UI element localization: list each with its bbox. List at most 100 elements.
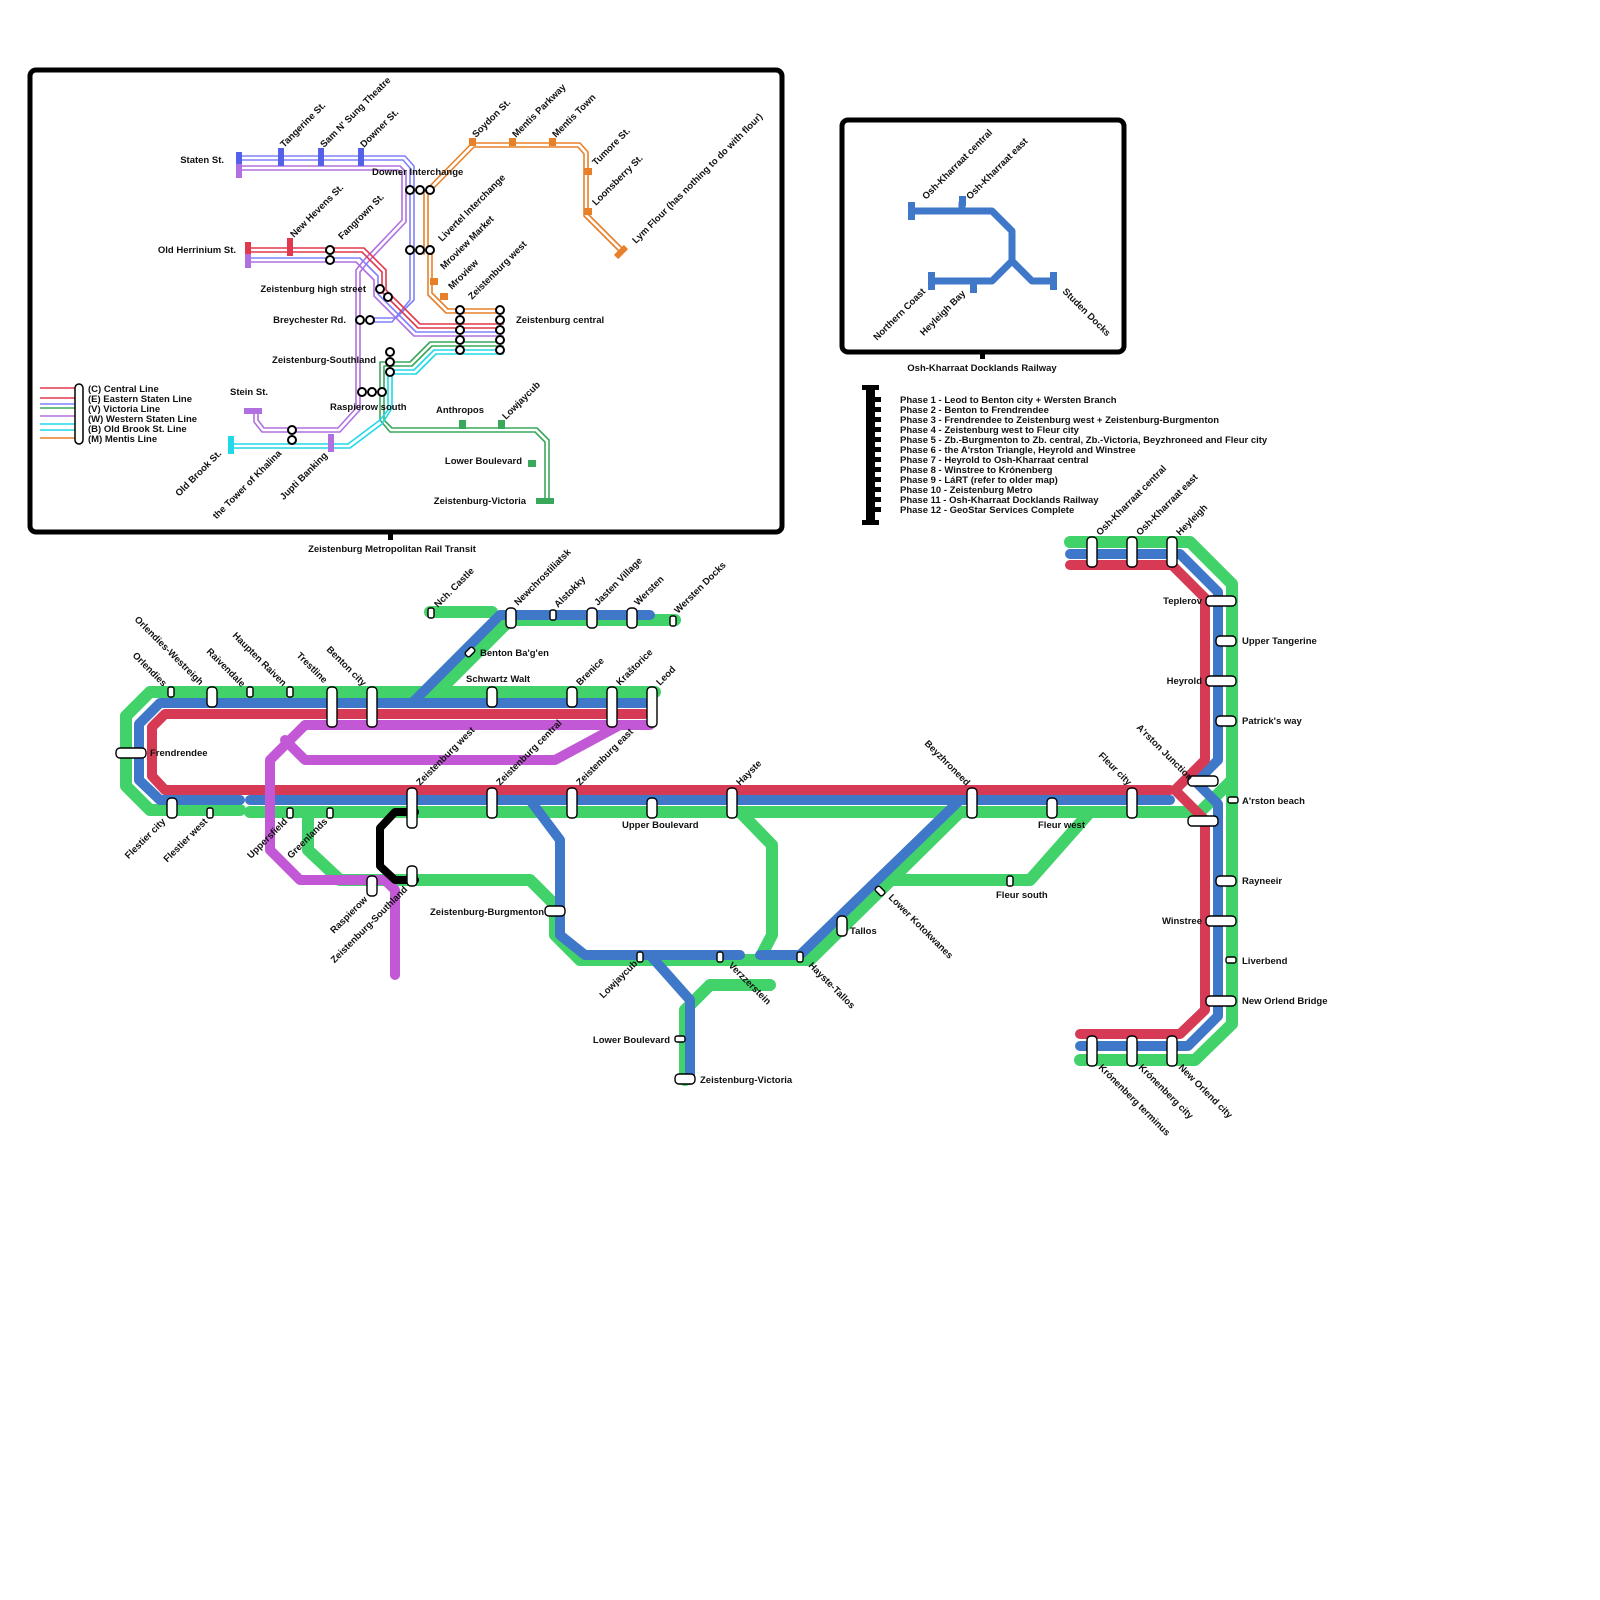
interchange-marker	[416, 186, 424, 194]
station-label: Upper Tangerine	[1242, 636, 1317, 647]
staten-terminus	[236, 152, 242, 164]
dlr-inset-caption: Osh-Kharraat Docklands Railway	[907, 363, 1057, 374]
interchange-marker	[406, 246, 414, 254]
station-label: Nch. Castle	[432, 566, 476, 610]
station-marker	[1007, 876, 1013, 886]
mentis-station-marker	[509, 138, 516, 146]
dlr-station-marker	[970, 283, 977, 293]
station-marker	[116, 748, 146, 758]
phases-ticks	[874, 397, 881, 512]
station-label: Downer Interchange	[372, 167, 463, 178]
interchange-marker	[456, 306, 464, 314]
station-marker	[647, 798, 657, 818]
station-label: Leod	[654, 664, 678, 688]
zb-victoria-terminus	[536, 498, 554, 504]
interchange-marker	[426, 186, 434, 194]
interchange-marker	[456, 336, 464, 344]
station-marker	[168, 687, 174, 697]
station-marker	[1047, 798, 1057, 818]
station-marker	[1226, 957, 1236, 963]
station-marker	[567, 687, 577, 707]
station-label: Benton Ba'g'en	[480, 648, 549, 659]
phases-bar-cap	[862, 385, 879, 390]
station-marker	[837, 916, 847, 936]
mentis-station-marker	[440, 293, 448, 300]
station-label: Patrick's way	[1242, 716, 1303, 727]
station-marker	[1167, 1036, 1177, 1066]
station-label: Teplerov	[1163, 596, 1203, 607]
station-label: Raivendale	[204, 646, 247, 689]
interchange-marker	[496, 316, 504, 324]
mentis-station-marker	[430, 278, 438, 285]
phase-item: Phase 12 - GeoStar Services Complete	[900, 505, 1074, 516]
station-marker	[367, 687, 377, 727]
station-marker	[1167, 537, 1177, 567]
interchange-marker	[358, 388, 366, 396]
downer-marker	[358, 148, 364, 166]
phases-bar-cap	[862, 520, 879, 525]
station-marker	[1206, 916, 1236, 926]
phase-tick	[874, 487, 881, 492]
legend-interchange-bar	[75, 384, 83, 444]
station-label: Zeistenburg central	[516, 315, 604, 326]
station-marker	[1206, 596, 1236, 606]
mentis-station-marker	[584, 208, 592, 215]
station-marker	[1216, 716, 1236, 726]
phase-tick	[874, 407, 881, 412]
interchange-marker	[366, 316, 374, 324]
interchange-marker	[326, 256, 334, 264]
station-marker	[1127, 537, 1137, 567]
interchange-marker	[384, 293, 392, 301]
station-label: Beyzhroneed	[922, 738, 972, 788]
interchange-marker	[496, 306, 504, 314]
station-marker	[327, 687, 337, 727]
station-marker	[567, 788, 577, 818]
station-label: A'rston beach	[1242, 796, 1305, 807]
station-marker	[1127, 788, 1137, 818]
station-label: Raspierow south	[330, 402, 407, 413]
station-marker	[627, 608, 637, 628]
station-label: Heyleigh	[1174, 502, 1210, 538]
station-label: Zeistenburg-Victoria	[434, 496, 527, 507]
interchange-marker	[368, 388, 376, 396]
station-marker	[1206, 996, 1236, 1006]
dlr-inset: Osh-Kharraat Docklands Railway Osh-Kharr…	[842, 120, 1124, 374]
station-label: Breychester Rd.	[273, 315, 346, 326]
phase-tick	[874, 417, 881, 422]
station-label: Trestline	[294, 650, 329, 685]
station-marker	[675, 1036, 685, 1042]
station-label: Wersten	[632, 574, 666, 608]
phases-list: Phase 1 - Leod to Benton city + Wersten …	[862, 385, 1268, 525]
station-marker	[717, 952, 723, 962]
station-marker	[1127, 1036, 1137, 1066]
interchange-marker	[456, 316, 464, 324]
station-label: Winstree	[1162, 916, 1202, 927]
station-label: Brenice	[574, 656, 606, 688]
stein-terminus	[244, 408, 262, 414]
interchange-marker	[426, 246, 434, 254]
interchange-marker	[376, 285, 384, 293]
dlr-terminus	[928, 272, 935, 290]
station-label: Heyrold	[1167, 676, 1203, 687]
station-label: Benton city	[324, 644, 369, 689]
station-label: Anthropos	[436, 405, 484, 416]
station-marker	[487, 788, 497, 818]
station-marker	[1228, 797, 1238, 803]
station-label: Wersten Docks	[672, 560, 728, 616]
dlr-terminus	[908, 202, 915, 220]
station-marker	[637, 952, 643, 962]
lowjaycub-marker	[498, 420, 505, 429]
mentis-station-marker	[584, 168, 592, 175]
station-label: Stein St.	[230, 387, 268, 398]
dlr-inset-caption-tick	[980, 352, 985, 359]
station-label: Hayste-Tallos	[806, 960, 857, 1011]
station-label: Lower Boulevard	[445, 456, 522, 467]
station-marker	[487, 687, 497, 707]
station-label: Staten St.	[180, 155, 224, 166]
station-marker	[167, 798, 177, 818]
jupti-marker	[328, 434, 334, 452]
old-herrinium-terminus	[245, 242, 251, 254]
station-label: Lower Boulevard	[593, 1035, 670, 1046]
interchange-marker	[406, 186, 414, 194]
